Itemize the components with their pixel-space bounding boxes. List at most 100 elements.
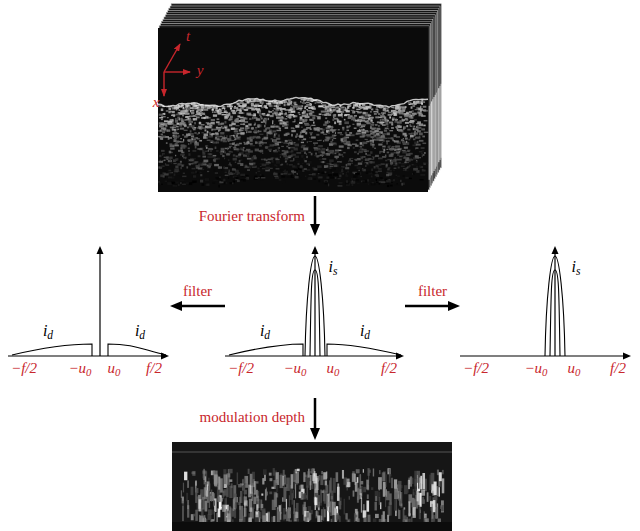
tissue-speckle [249,118,251,119]
tissue-speckle [222,155,224,157]
tissue-speckle [246,149,250,151]
speckle [253,497,256,504]
tissue-speckle [419,165,421,167]
tissue-speckle [213,180,218,181]
tissue-speckle [397,111,400,113]
tissue-speckle [419,112,422,114]
tissue-speckle [209,153,212,155]
tissue-speckle [281,175,285,177]
tissue-speckle [292,166,296,168]
speckle [206,490,208,496]
tissue-speckle [226,182,228,183]
frame-edge [438,88,439,162]
tissue-speckle [177,163,181,165]
tissue-speckle [291,110,296,112]
tissue-speckle [201,132,203,133]
speckle [394,499,395,511]
frame-edge [432,99,433,173]
speckle [411,517,412,523]
speckle [422,499,425,503]
tissue-speckle [275,109,278,111]
tissue-speckle [383,149,385,152]
tissue-speckle [310,112,315,114]
tissue-speckle [347,147,350,149]
image-line [172,452,452,453]
speckle [229,479,232,482]
speckle [398,481,401,491]
tissue-speckle [337,178,340,179]
speckle [238,484,242,487]
tissue-speckle [229,182,234,184]
tissue-speckle [279,128,281,130]
tissue-speckle [330,176,334,178]
tissue-speckle [405,138,408,140]
tissue-speckle [168,170,171,171]
speckle [329,480,330,494]
tissue-speckle [372,172,374,174]
tissue-speckle [424,168,428,169]
speckle [330,478,331,493]
tissue-speckle [209,133,212,135]
speckle [222,505,226,512]
tissue-speckle [289,162,294,164]
tissue-speckle [230,116,233,119]
tissue-speckle [215,132,218,134]
tissue-speckle [221,140,225,141]
tissue-speckle [402,152,406,153]
speckle [413,507,416,518]
tissue-speckle [318,151,321,154]
tissue-speckle [348,115,353,116]
tissue-speckle [221,126,223,129]
tissue-speckle [357,166,361,169]
tissue-speckle [224,110,227,112]
tissue-speckle [352,111,355,114]
tissue-speckle [207,167,208,169]
tissue-speckle [295,158,299,160]
speckle [421,489,425,495]
speckle [363,487,366,492]
tissue-speckle [342,109,345,110]
speckle [361,497,362,512]
speckle [202,471,204,479]
speckle [251,485,254,495]
tissue-speckle [188,150,190,152]
tissue-speckle [321,148,325,150]
tissue-speckle [225,151,226,153]
tissue-speckle [282,150,285,151]
tissue-speckle [166,164,169,165]
tissue-speckle [261,117,263,119]
speckle [208,478,209,487]
tissue-speckle [220,132,224,134]
tissue-speckle [339,167,343,169]
tissue-speckle [212,129,216,131]
tissue-speckle [306,102,310,103]
tissue-speckle [346,183,350,185]
tissue-speckle [293,158,294,161]
speckle [394,488,398,499]
tissue-speckle [188,153,190,156]
tissue-speckle [375,116,379,118]
tissue-speckle [314,106,315,107]
tissue-speckle [290,108,294,111]
tissue-speckle [160,171,164,172]
speckle [299,485,301,489]
tissue-speckle [316,116,320,117]
speckle [263,469,267,475]
speckle [333,478,336,493]
tissue-speckle [285,158,288,160]
tissue-speckle [226,154,230,156]
speckle [295,484,296,498]
speckle [195,488,197,503]
speckle [375,491,379,501]
tissue-speckle [243,142,245,143]
tissue-speckle [377,128,381,129]
tissue-speckle [311,136,316,138]
tissue-speckle [370,151,372,154]
tissue-speckle [199,122,202,124]
tissue-speckle [339,123,342,125]
tissue-speckle [281,173,284,175]
tissue-speckle [409,178,412,179]
tissue-speckle [321,111,326,113]
tissue-speckle [313,178,316,179]
tissue-speckle [370,111,372,113]
